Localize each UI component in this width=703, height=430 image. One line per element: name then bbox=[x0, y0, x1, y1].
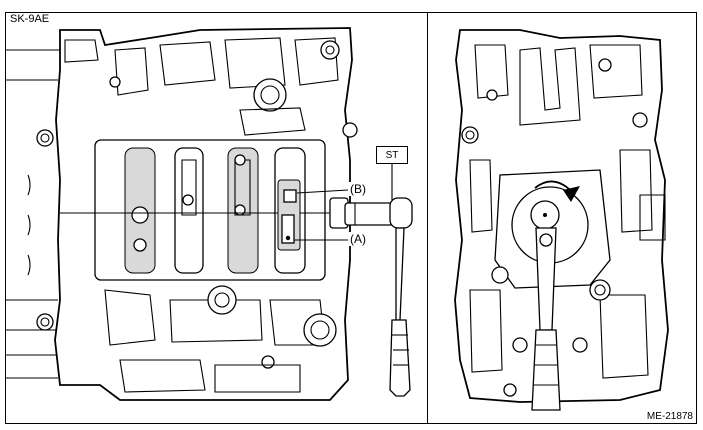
cylinder-block-right bbox=[454, 29, 669, 411]
cylinder-block-left bbox=[6, 27, 358, 401]
panel-divider bbox=[427, 12, 428, 424]
callout-b: (B) bbox=[349, 182, 367, 196]
figure-code-bottom: ME-21878 bbox=[646, 411, 693, 422]
figure-frame bbox=[5, 12, 697, 424]
figure-code-top: SK-9AE bbox=[10, 13, 50, 25]
callout-a: (A) bbox=[349, 232, 367, 246]
callout-leaders bbox=[294, 164, 393, 241]
socket-wrench-st bbox=[344, 197, 413, 397]
tool-label-st: ST bbox=[376, 146, 408, 164]
